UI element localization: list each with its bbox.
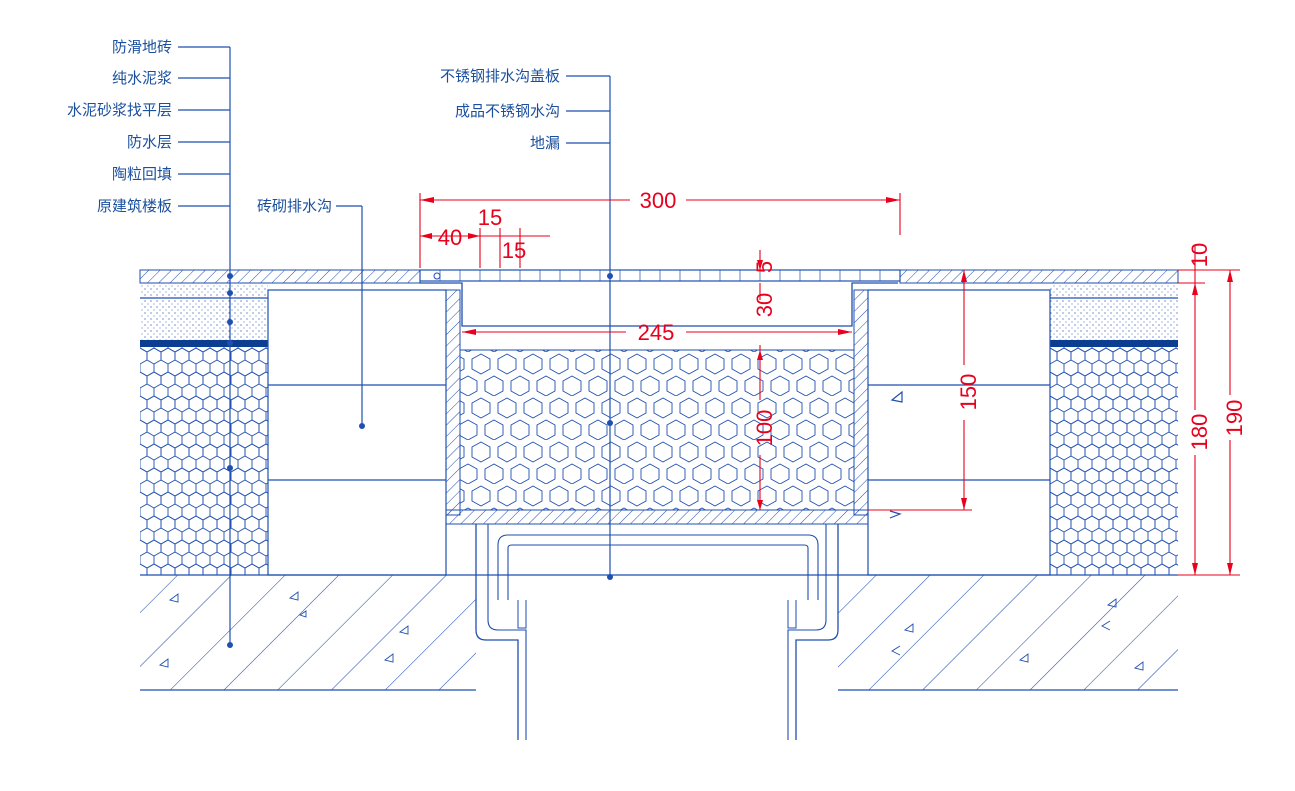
label-cover-plate: 不锈钢排水沟盖板 <box>440 67 560 85</box>
dim-depth-100: 100 <box>752 410 777 447</box>
right-waterproof-layer <box>1050 340 1178 347</box>
label-ceramsite: 陶粒回填 <box>112 165 172 183</box>
dim-depth-150: 150 <box>956 374 981 411</box>
right-ceramsite-fill <box>1050 347 1178 575</box>
dim-side-40: 40 <box>438 225 462 250</box>
label-antislip-tile: 防滑地砖 <box>112 38 172 56</box>
right-tile-layer <box>899 269 1179 284</box>
dim-total-width: 300 <box>640 188 677 213</box>
drain-flange <box>517 600 797 629</box>
label-original-slab: 原建筑楼板 <box>97 197 172 215</box>
dim-height-180: 180 <box>1187 414 1212 451</box>
drain-outer <box>475 524 839 740</box>
dim-depth-30: 30 <box>752 293 777 317</box>
slab-aggregate-marks <box>158 591 1144 671</box>
label-floor-drain: 地漏 <box>530 134 560 152</box>
structural-slab <box>140 574 1178 691</box>
floor-drain <box>475 524 839 740</box>
dim-gap-15-b: 15 <box>502 238 526 263</box>
slab-right <box>838 575 1178 690</box>
trench-left-wall <box>445 289 461 516</box>
left-ceramsite-fill <box>140 347 268 575</box>
label-brick-trench: 砖砌排水沟 <box>257 197 332 215</box>
dim-gap-15-a: 15 <box>478 205 502 230</box>
label-leveling-layer: 水泥砂浆找平层 <box>67 101 172 119</box>
left-brick-wall <box>267 289 447 576</box>
trench-bottom <box>445 509 869 525</box>
dim-height-190: 190 <box>1222 400 1247 437</box>
left-tile-layer <box>139 269 421 284</box>
center-leaders <box>566 75 613 580</box>
dim-tile-10: 10 <box>1187 243 1212 267</box>
right-mortar-layer <box>1050 283 1178 340</box>
label-cement-paste: 纯水泥浆 <box>112 69 172 87</box>
left-leaders <box>178 46 233 648</box>
stainless-channel <box>420 282 898 327</box>
dimension-lines <box>419 193 1240 576</box>
right-floor-layers <box>867 269 1179 576</box>
dim-inner-width: 245 <box>638 320 675 345</box>
trench <box>419 269 901 525</box>
drain-body <box>497 534 819 600</box>
slab-left <box>140 575 476 690</box>
drain-inner <box>487 524 827 740</box>
label-stainless-channel: 成品不锈钢水沟 <box>455 102 560 120</box>
trench-right-wall <box>853 289 869 516</box>
dim-cover-5: 5 <box>752 261 777 273</box>
right-brick-wall <box>867 289 1051 576</box>
left-floor-layers <box>139 269 447 576</box>
left-waterproof-layer <box>140 340 268 347</box>
left-mortar-layer <box>140 283 268 340</box>
trench-fill <box>459 349 855 511</box>
label-waterproof: 防水层 <box>127 133 172 151</box>
cover-screw <box>433 272 441 280</box>
